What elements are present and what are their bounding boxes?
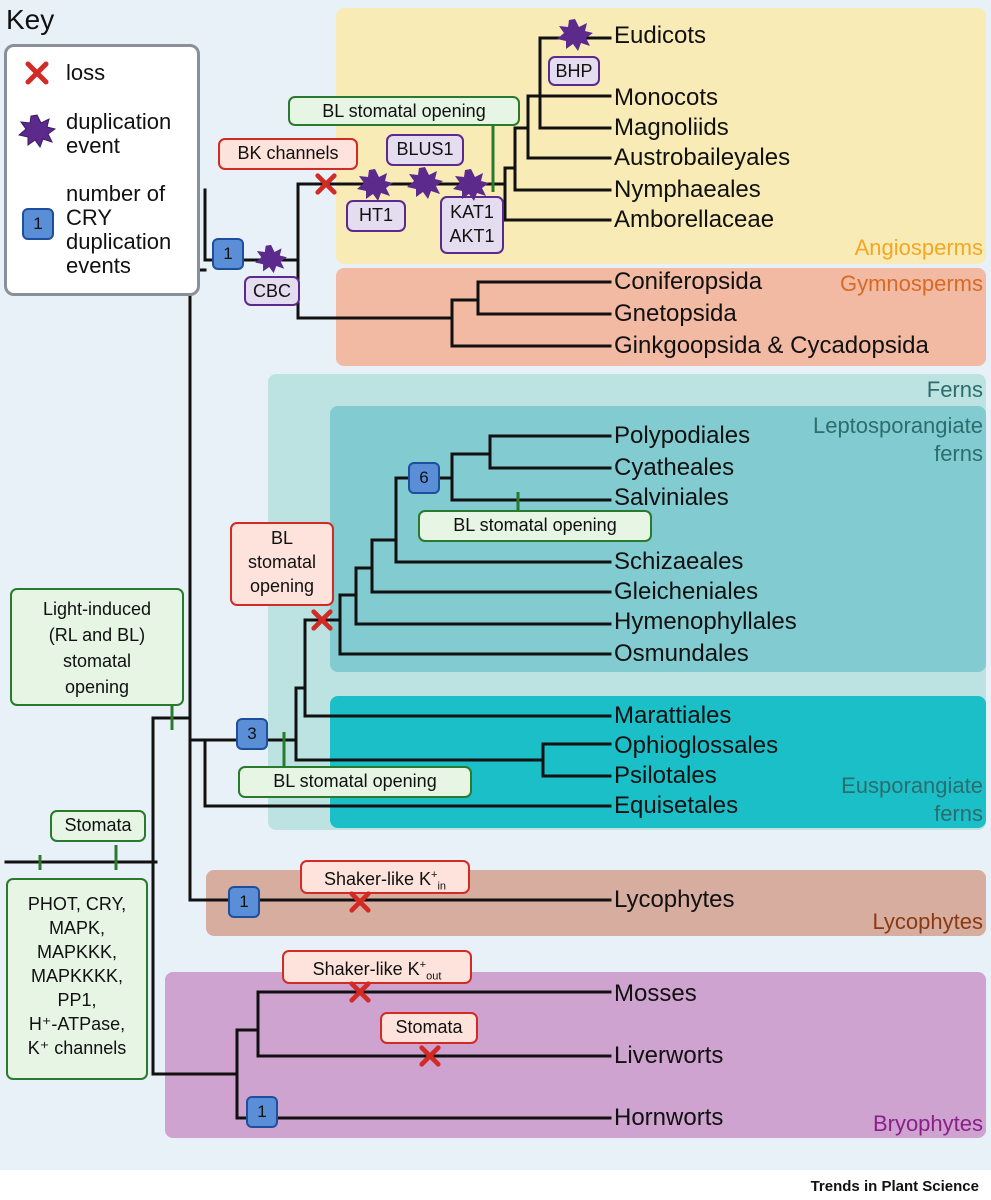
- kat1-akt1-label: KAT1 AKT1: [440, 196, 504, 254]
- loss-icon-stomata: [419, 1045, 441, 1067]
- taxon-eudicots: Eudicots: [614, 22, 707, 49]
- taxon-gnetopsida: Gnetopsida: [614, 300, 737, 327]
- key-box: [4, 44, 200, 296]
- signaling-genes-label: PHOT, CRY, MAPK, MAPKKK, MAPKKKK, PP1, H…: [6, 878, 148, 1080]
- key-cry-label: number of CRY duplication events: [66, 181, 172, 278]
- blus1-label: BLUS1: [386, 134, 464, 166]
- taxon-hornworts: Hornworts: [614, 1104, 724, 1131]
- bk-channels-label: BK channels: [218, 138, 358, 170]
- taxon-cyatheales: Cyatheales: [614, 454, 735, 481]
- cry-badge-ferns: 3: [236, 718, 268, 750]
- loss-icon-shaker-kin: [349, 891, 371, 913]
- cbc-label: CBC: [244, 276, 300, 306]
- clade-bryophytes: Bryophytes: [872, 1111, 983, 1136]
- taxon-ophioglossales: Ophioglossales: [614, 732, 779, 759]
- taxon-austrobaileyales: Austrobaileyales: [614, 144, 791, 171]
- shaker-kout-loss-label: Shaker-like K+out: [282, 950, 472, 984]
- shaker-kin-loss-label: Shaker-like K+in: [300, 860, 470, 894]
- taxon-salviniales: Salviniales: [614, 484, 729, 511]
- taxon-amborellaceae: Amborellaceae: [614, 206, 775, 233]
- clade-eusporangiate: Eusporangiate ferns: [841, 773, 983, 826]
- shaker-kin-text: Shaker-like K: [323, 869, 432, 889]
- duplication-icon-blus1: [407, 167, 443, 199]
- shaker-kout-sub: out: [426, 970, 442, 983]
- clade-ferns: Ferns: [926, 377, 983, 402]
- taxon-polypodiales: Polypodiales: [614, 422, 751, 449]
- clade-angiosperms: Angiosperms: [854, 235, 983, 260]
- loss-icon-bl-opening: [311, 609, 333, 631]
- loss-icon-shaker-kout: [349, 981, 371, 1003]
- shaker-kout-text: Shaker-like K: [312, 959, 420, 979]
- ht1-label: HT1: [346, 200, 406, 232]
- clade-gymnosperms: Gymnosperms: [839, 271, 983, 296]
- taxon-schizaeales: Schizaeales: [614, 548, 744, 575]
- duplication-icon-eudicots: [557, 19, 593, 51]
- bhp-label: BHP: [548, 56, 600, 86]
- duplication-icon-ht1: [357, 169, 393, 201]
- loss-icon-bk-channels: [315, 173, 337, 195]
- taxon-gleicheniales: Gleicheniales: [614, 578, 759, 605]
- clade-leptosporangiate: Leptosporangiate ferns: [812, 413, 983, 466]
- cry-badge-leptosporangiate: 6: [408, 462, 440, 494]
- shaker-kin-sub: in: [437, 880, 447, 893]
- stomata-loss-label: Stomata: [380, 1012, 478, 1044]
- cry-badge-lycophytes: 1: [228, 886, 260, 918]
- shaker-kout-sup: +: [419, 959, 427, 971]
- key-title: Key: [6, 4, 55, 35]
- key-cry-badge: 1: [22, 208, 54, 240]
- bl-stomatal-opening-ferns: BL stomatal opening: [238, 766, 472, 798]
- bl-stomatal-opening-lost: BL stomatal opening: [230, 522, 334, 606]
- taxon-mosses: Mosses: [614, 980, 697, 1007]
- taxon-magnoliids: Magnoliids: [614, 114, 729, 141]
- taxon-osmundales: Osmundales: [614, 640, 749, 667]
- taxon-coniferopsida: Coniferopsida: [614, 268, 763, 295]
- bl-stomatal-opening-angio: BL stomatal opening: [288, 96, 520, 126]
- bl-stomatal-opening-salviniales: BL stomatal opening: [418, 510, 652, 542]
- journal-footer: Trends in Plant Science: [810, 1178, 979, 1195]
- taxon-liverworts: Liverworts: [614, 1042, 724, 1069]
- taxon-marattiales: Marattiales: [614, 702, 732, 729]
- shaker-kin-sup: +: [431, 869, 438, 881]
- taxon-ginkgo-cycado: Ginkgoopsida & Cycadopsida: [614, 332, 929, 359]
- cry-badge-hornworts: 1: [246, 1096, 278, 1128]
- taxon-equisetales: Equisetales: [614, 792, 739, 819]
- key-duplication-label: duplication event: [66, 109, 172, 158]
- duplication-icon-cbc: [255, 244, 287, 274]
- taxon-nymphaeales: Nymphaeales: [614, 176, 761, 203]
- stomata-gain-label: Stomata: [50, 810, 146, 842]
- cry-badge-seed-plants: 1: [212, 238, 244, 270]
- taxon-monocots: Monocots: [614, 84, 719, 111]
- taxon-hymenophyllales: Hymenophyllales: [614, 608, 797, 635]
- light-induced-stomatal-opening: Light-induced (RL and BL) stomatal openi…: [10, 588, 184, 706]
- taxon-lycophytes: Lycophytes: [614, 886, 735, 913]
- duplication-icon-kat1: [453, 169, 489, 201]
- taxon-psilotales: Psilotales: [614, 762, 717, 789]
- key-loss-label: loss: [66, 60, 106, 85]
- loss-icon: [25, 61, 49, 85]
- clade-lycophytes: Lycophytes: [872, 909, 983, 934]
- duplication-icon: [18, 114, 56, 148]
